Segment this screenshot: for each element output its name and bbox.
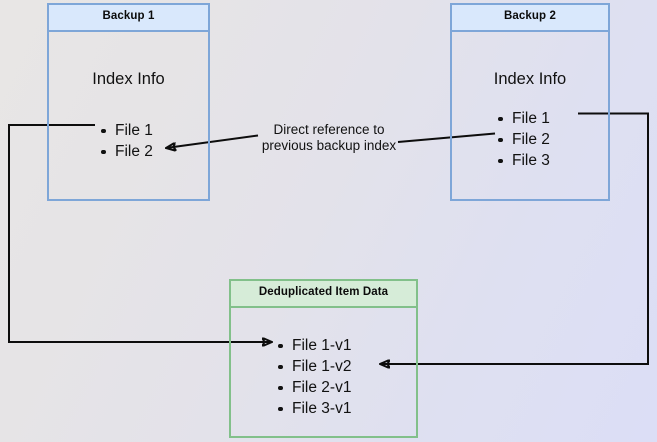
backup-1-file-list: File 1 File 2	[98, 120, 153, 162]
node-backup-2-body: Index Info File 1 File 2 File 3	[452, 32, 608, 200]
list-item: File 1	[495, 108, 550, 129]
node-deduplicated-item-data-header: Deduplicated Item Data	[231, 281, 416, 308]
node-backup-2-header: Backup 2	[452, 5, 608, 32]
list-item: File 2	[495, 129, 550, 150]
node-deduplicated-item-data[interactable]: Deduplicated Item Data File 1-v1 File 1-…	[229, 279, 418, 438]
deduplicated-file-list: File 1-v1 File 1-v2 File 2-v1 File 3-v1	[275, 335, 351, 419]
backup-1-index-info-label: Index Info	[92, 69, 165, 88]
connector-caption-line-1: Direct reference to	[273, 122, 385, 137]
node-deduplicated-item-data-body: File 1-v1 File 1-v2 File 2-v1 File 3-v1	[231, 308, 416, 437]
backup-2-file-list: File 1 File 2 File 3	[495, 108, 550, 171]
backup-2-index-info-label: Index Info	[493, 69, 567, 88]
node-backup-1-header: Backup 1	[49, 5, 208, 32]
connector-caption-line-2: previous backup index	[261, 138, 397, 153]
connector-caption: Direct reference to previous backup inde…	[257, 122, 401, 154]
list-item: File 1	[98, 120, 153, 141]
node-backup-1-body: Index Info File 1 File 2	[49, 32, 208, 200]
node-backup-1[interactable]: Backup 1 Index Info File 1 File 2	[47, 3, 210, 201]
list-item: File 3	[495, 150, 550, 171]
node-backup-2[interactable]: Backup 2 Index Info File 1 File 2 File 3	[450, 3, 610, 201]
list-item: File 1-v2	[275, 356, 351, 377]
list-item: File 2-v1	[275, 377, 351, 398]
list-item: File 3-v1	[275, 398, 351, 419]
list-item: File 2	[98, 141, 153, 162]
list-item: File 1-v1	[275, 335, 351, 356]
